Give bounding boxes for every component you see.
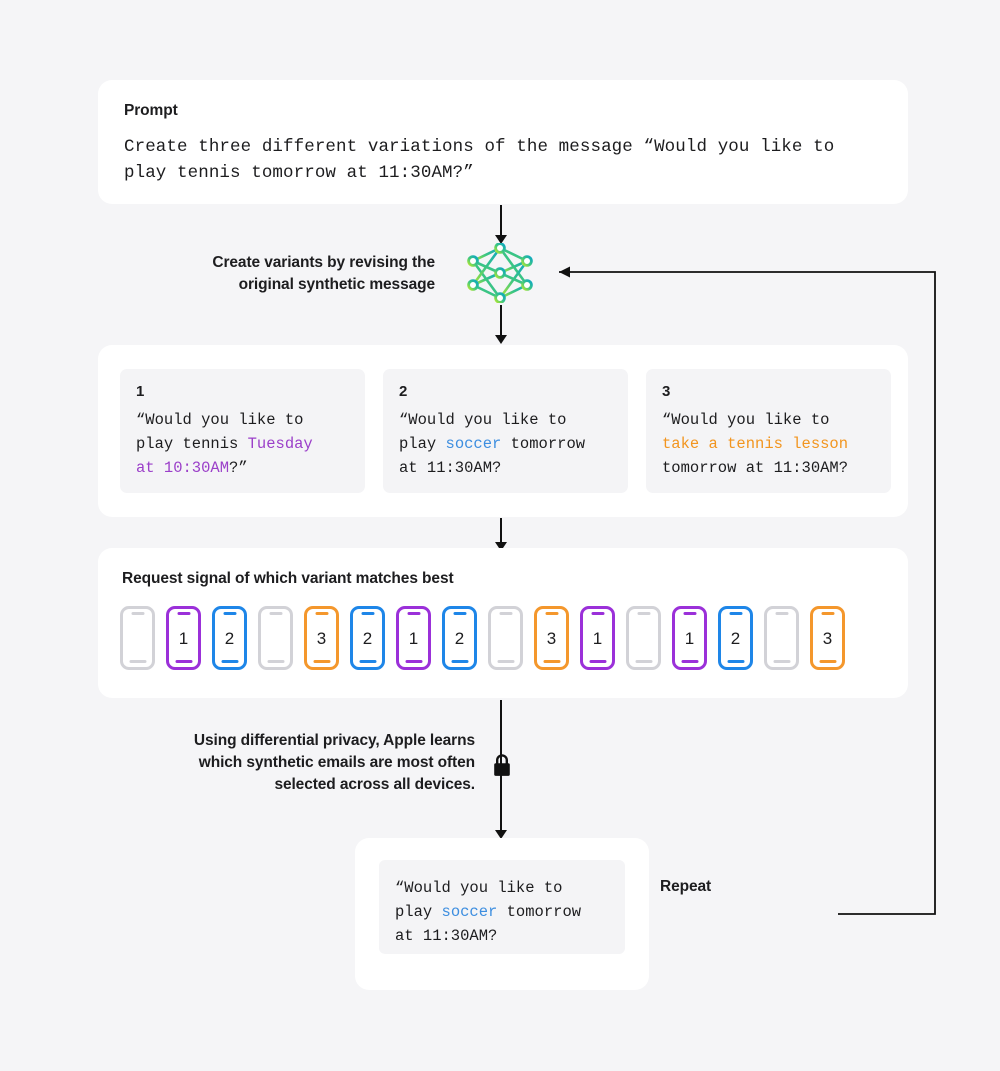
- phone-home-indicator: [589, 660, 606, 663]
- phone-home-indicator: [267, 660, 284, 663]
- variant-text: “Would you like to play tennis Tuesday a…: [136, 408, 349, 480]
- step-label-differential-privacy: Using differential privacy, Apple learns…: [193, 732, 475, 793]
- variant-segment-plain: “Would you like to: [662, 411, 830, 429]
- phone-notch: [545, 612, 558, 615]
- variant-number: 2: [399, 383, 408, 400]
- phone-home-indicator: [497, 660, 514, 663]
- variant-text: “Would you like to play soccer tomorrow …: [399, 408, 612, 480]
- phone-selected-variant-number: 1: [408, 628, 419, 648]
- prompt-text: Create three different variations of the…: [124, 136, 845, 184]
- phone-home-indicator: [359, 660, 376, 663]
- phone-notch: [131, 612, 144, 615]
- phone-home-indicator: [681, 660, 698, 663]
- phone-device-empty[interactable]: [626, 606, 661, 670]
- phone-notch: [223, 612, 236, 615]
- phone-notch: [729, 612, 742, 615]
- step-label-create-variants: Create variants by revising the original…: [212, 254, 435, 293]
- result-card: “Would you like to play soccer tomorrow …: [355, 838, 649, 990]
- phone-device-selected-2[interactable]: 2: [442, 606, 477, 670]
- phone-notch: [177, 612, 190, 615]
- phone-home-indicator: [129, 660, 146, 663]
- arrow-prompt-to-model: [494, 205, 508, 245]
- phone-notch: [591, 612, 604, 615]
- arrow-model-to-variants: [494, 305, 508, 345]
- phone-selected-variant-number: 1: [592, 628, 603, 648]
- phone-device-selected-1[interactable]: 1: [580, 606, 615, 670]
- phone-notch: [499, 612, 512, 615]
- signal-title: Request signal of which variant matches …: [122, 570, 454, 587]
- phone-selected-variant-number: 2: [224, 628, 235, 648]
- phone-selected-variant-number: 3: [316, 628, 327, 648]
- phone-notch: [637, 612, 650, 615]
- phone-home-indicator: [175, 660, 192, 663]
- variant-card-3[interactable]: 3 “Would you like to take a tennis lesso…: [646, 369, 891, 493]
- phone-device-selected-2[interactable]: 2: [718, 606, 753, 670]
- phone-home-indicator: [727, 660, 744, 663]
- phone-selected-variant-number: 1: [178, 628, 189, 648]
- phone-notch: [269, 612, 282, 615]
- signal-card: Request signal of which variant matches …: [98, 548, 908, 698]
- phone-selected-variant-number: 1: [684, 628, 695, 648]
- arrow-variants-to-signal: [494, 518, 508, 552]
- phone-notch: [683, 612, 696, 615]
- phone-device-empty[interactable]: [258, 606, 293, 670]
- result-text: “Would you like to play soccer tomorrow …: [395, 876, 609, 948]
- phone-selected-variant-number: 3: [546, 628, 557, 648]
- variant-number: 3: [662, 383, 671, 400]
- phone-device-selected-3[interactable]: 3: [304, 606, 339, 670]
- variant-segment-highlight: soccer: [445, 435, 502, 454]
- phone-notch: [821, 612, 834, 615]
- phone-notch: [775, 612, 788, 615]
- prompt-card: Prompt Create three different variations…: [98, 80, 908, 204]
- phone-home-indicator: [405, 660, 422, 663]
- phone-home-indicator: [313, 660, 330, 663]
- variant-number: 1: [136, 383, 145, 400]
- variant-segment-plain: “Would you like to play: [399, 411, 567, 454]
- phone-selected-variant-number: 2: [730, 628, 741, 648]
- repeat-label: Repeat: [660, 878, 712, 895]
- phone-device-selected-1[interactable]: 1: [672, 606, 707, 670]
- phone-selected-variant-number: 2: [454, 628, 465, 648]
- phone-home-indicator: [543, 660, 560, 663]
- phone-home-indicator: [773, 660, 790, 663]
- phone-device-selected-3[interactable]: 3: [534, 606, 569, 670]
- variants-card: 1 “Would you like to play tennis Tuesday…: [98, 345, 908, 517]
- variant-segment-plain: “Would you like to play tennis: [136, 411, 304, 454]
- variant-segment-plain-tail: ?”: [229, 459, 248, 478]
- result-segment-plain: “Would you like to play: [395, 879, 563, 922]
- phone-device-selected-1[interactable]: 1: [396, 606, 431, 670]
- variant-card-2[interactable]: 2 “Would you like to play soccer tomorro…: [383, 369, 628, 493]
- phone-device-selected-3[interactable]: 3: [810, 606, 845, 670]
- variant-segment-plain-tail: tomorrow at 11:30AM?: [662, 459, 849, 478]
- phone-row: 1 2 3 2 1 2 3 1 1 2 3: [120, 606, 845, 670]
- phone-device-empty[interactable]: [764, 606, 799, 670]
- phone-device-empty[interactable]: [120, 606, 155, 670]
- phone-notch: [453, 612, 466, 615]
- phone-selected-variant-number: 2: [362, 628, 373, 648]
- phone-home-indicator: [819, 660, 836, 663]
- variants-row: 1 “Would you like to play tennis Tuesday…: [120, 369, 891, 493]
- phone-notch: [315, 612, 328, 615]
- phone-device-selected-1[interactable]: 1: [166, 606, 201, 670]
- phone-notch: [407, 612, 420, 615]
- phone-selected-variant-number: 3: [822, 628, 833, 648]
- variant-text: “Would you like to take a tennis lesson …: [662, 408, 875, 480]
- phone-home-indicator: [635, 660, 652, 663]
- prompt-label: Prompt: [124, 102, 178, 119]
- result-segment-highlight: soccer: [441, 903, 498, 922]
- phone-home-indicator: [221, 660, 238, 663]
- phone-home-indicator: [451, 660, 468, 663]
- lock-icon: [491, 752, 513, 780]
- result-message-box: “Would you like to play soccer tomorrow …: [379, 860, 625, 954]
- variant-card-1[interactable]: 1 “Would you like to play tennis Tuesday…: [120, 369, 365, 493]
- neural-network-icon: [461, 242, 539, 304]
- phone-device-selected-2[interactable]: 2: [350, 606, 385, 670]
- phone-device-empty[interactable]: [488, 606, 523, 670]
- variant-segment-highlight: Tuesday at 10:30AM: [136, 435, 313, 478]
- phone-device-selected-2[interactable]: 2: [212, 606, 247, 670]
- variant-segment-highlight: take a tennis lesson: [662, 435, 849, 454]
- phone-notch: [361, 612, 374, 615]
